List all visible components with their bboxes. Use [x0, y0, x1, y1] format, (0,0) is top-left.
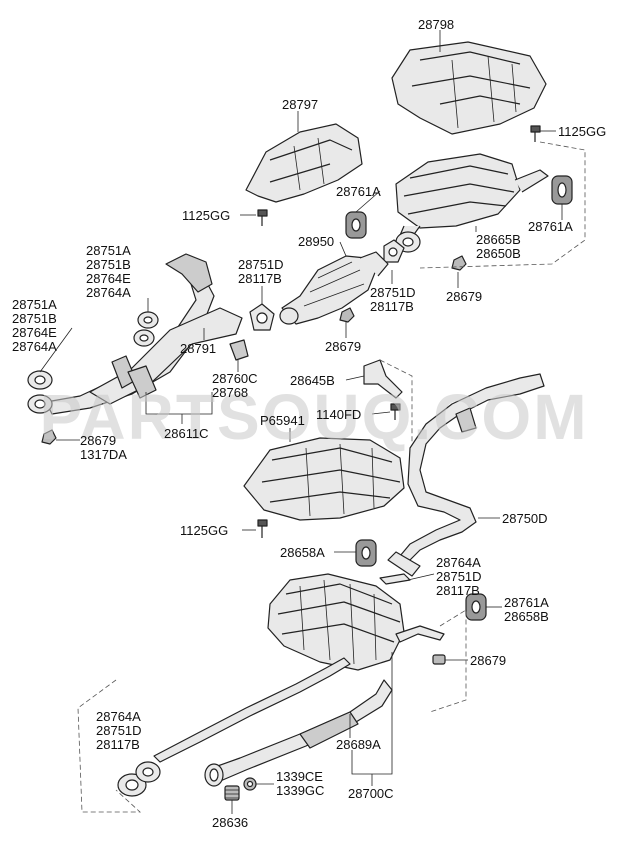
label-28751d-low: 28751D [436, 569, 482, 584]
label-28764a-bl: 28764A [96, 709, 141, 724]
label-1339ce: 1339CE [276, 769, 323, 784]
rubber-hanger-28761a-right [551, 175, 573, 205]
label-28117b-cat: 28117B [370, 299, 414, 314]
label-28658a: 28658A [280, 545, 325, 560]
label-28764a-bl-group: 28764A 28751D 28117B [96, 710, 142, 752]
label-28764a-mid: 28764A [86, 285, 131, 300]
label-28679-cat: 28679 [325, 339, 362, 354]
bolt-1125gg-low [257, 519, 268, 538]
flange-bottom-left [117, 761, 161, 797]
label-1125gg-mid: 1125GG [182, 208, 231, 223]
label-28751d-bl: 28751D [96, 723, 142, 738]
label-28950: 28950 [298, 234, 335, 249]
label-28665b: 28665B [476, 232, 521, 247]
heat-shield-28798 [391, 41, 547, 135]
bolt-1125gg-mid [257, 209, 268, 226]
label-28689a: 28689A [336, 737, 381, 752]
nut-1339ce [243, 777, 257, 791]
bolt-1125gg-top [530, 125, 541, 142]
gasket-cat-front [249, 303, 275, 331]
label-28798: 28798 [418, 17, 455, 32]
label-1339ce-group: 1339CE 1339GC [276, 770, 324, 798]
label-28679-left: 28679 [80, 433, 117, 448]
label-28117b-mid: 28117B [238, 271, 282, 286]
catalytic-converter-28950 [279, 251, 389, 325]
label-1125gg-top: 1125GG [558, 124, 607, 139]
label-28768: 28768 [212, 385, 249, 400]
rear-muffler-28700c [153, 573, 445, 787]
label-28764e-left: 28764E [12, 325, 57, 340]
label-28764a-low-group: 28764A 28751D 28117B [436, 556, 482, 598]
assembly-dashed-lines [77, 141, 586, 813]
nut-28679-left [41, 429, 57, 445]
label-28636: 28636 [212, 815, 249, 830]
label-28761a-right: 28761A [528, 219, 573, 234]
label-28679-low: 28679 [470, 653, 507, 668]
label-28751d-mid: 28751D [238, 257, 284, 272]
label-28117b-low: 28117B [436, 583, 480, 598]
label-28761a-top: 28761A [336, 184, 381, 199]
rubber-hanger-28761a-top [345, 211, 367, 239]
nut-28679-low [432, 654, 446, 665]
nut-28679-right [451, 255, 467, 271]
label-28764a-left: 28764A [12, 339, 57, 354]
label-28700c: 28700C [348, 786, 394, 801]
gasket-28764a-low [379, 573, 411, 585]
heat-shield-28797 [245, 123, 363, 203]
bolt-1140fd [390, 403, 401, 420]
label-28117b-bl: 28117B [96, 737, 140, 752]
label-28751d-cat: 28751D [370, 285, 416, 300]
label-28761a-low: 28761A [504, 595, 549, 610]
label-28791: 28791 [180, 341, 217, 356]
label-28679-right: 28679 [446, 289, 483, 304]
label-1140fd: 1140FD [316, 407, 362, 422]
label-28750d: 28750D [502, 511, 548, 526]
bracket-28645b [363, 359, 403, 399]
leader-lines [39, 30, 563, 814]
intermediate-pipe-28750d [387, 373, 545, 577]
label-28751b-mid: 28751B [86, 257, 131, 272]
label-28679-left-group: 28679 1317DA [80, 434, 127, 462]
label-28760c-group: 28760C 28768 [212, 372, 258, 400]
label-1125gg-low: 1125GG [180, 523, 229, 538]
center-muffler-28665b [395, 153, 549, 241]
label-28665b-group: 28665B 28650B [476, 233, 521, 261]
label-28658b: 28658B [504, 609, 549, 624]
label-28764a-low: 28764A [436, 555, 481, 570]
label-28751d-cat-group: 28751D 28117B [370, 286, 416, 314]
label-1317da: 1317DA [80, 447, 127, 462]
label-28751a-left-group: 28751A 28751B 28764E 28764A [12, 298, 57, 354]
heat-shield-p65941 [243, 437, 405, 521]
rubber-hanger-28658a [355, 539, 377, 567]
rubber-hanger-28761a-low [465, 593, 487, 621]
spring-28636 [224, 785, 240, 801]
nut-28679-cat [339, 307, 355, 323]
label-28751a-left: 28751A [12, 297, 57, 312]
label-28650b: 28650B [476, 246, 521, 261]
label-28764e-mid: 28764E [86, 271, 131, 286]
label-28751a-mid-group: 28751A 28751B 28764E 28764A [86, 244, 131, 300]
label-28751d-mid-group: 28751D 28117B [238, 258, 284, 286]
label-28751a-mid: 28751A [86, 243, 131, 258]
label-28645b: 28645B [290, 373, 335, 388]
label-28797: 28797 [282, 97, 319, 112]
label-28751b-left: 28751B [12, 311, 57, 326]
label-28761a-low-group: 28761A 28658B [504, 596, 549, 624]
label-28760c: 28760C [212, 371, 258, 386]
label-1339gc: 1339GC [276, 783, 325, 798]
label-28611c: 28611C [164, 426, 209, 441]
label-p65941: P65941 [260, 413, 305, 428]
